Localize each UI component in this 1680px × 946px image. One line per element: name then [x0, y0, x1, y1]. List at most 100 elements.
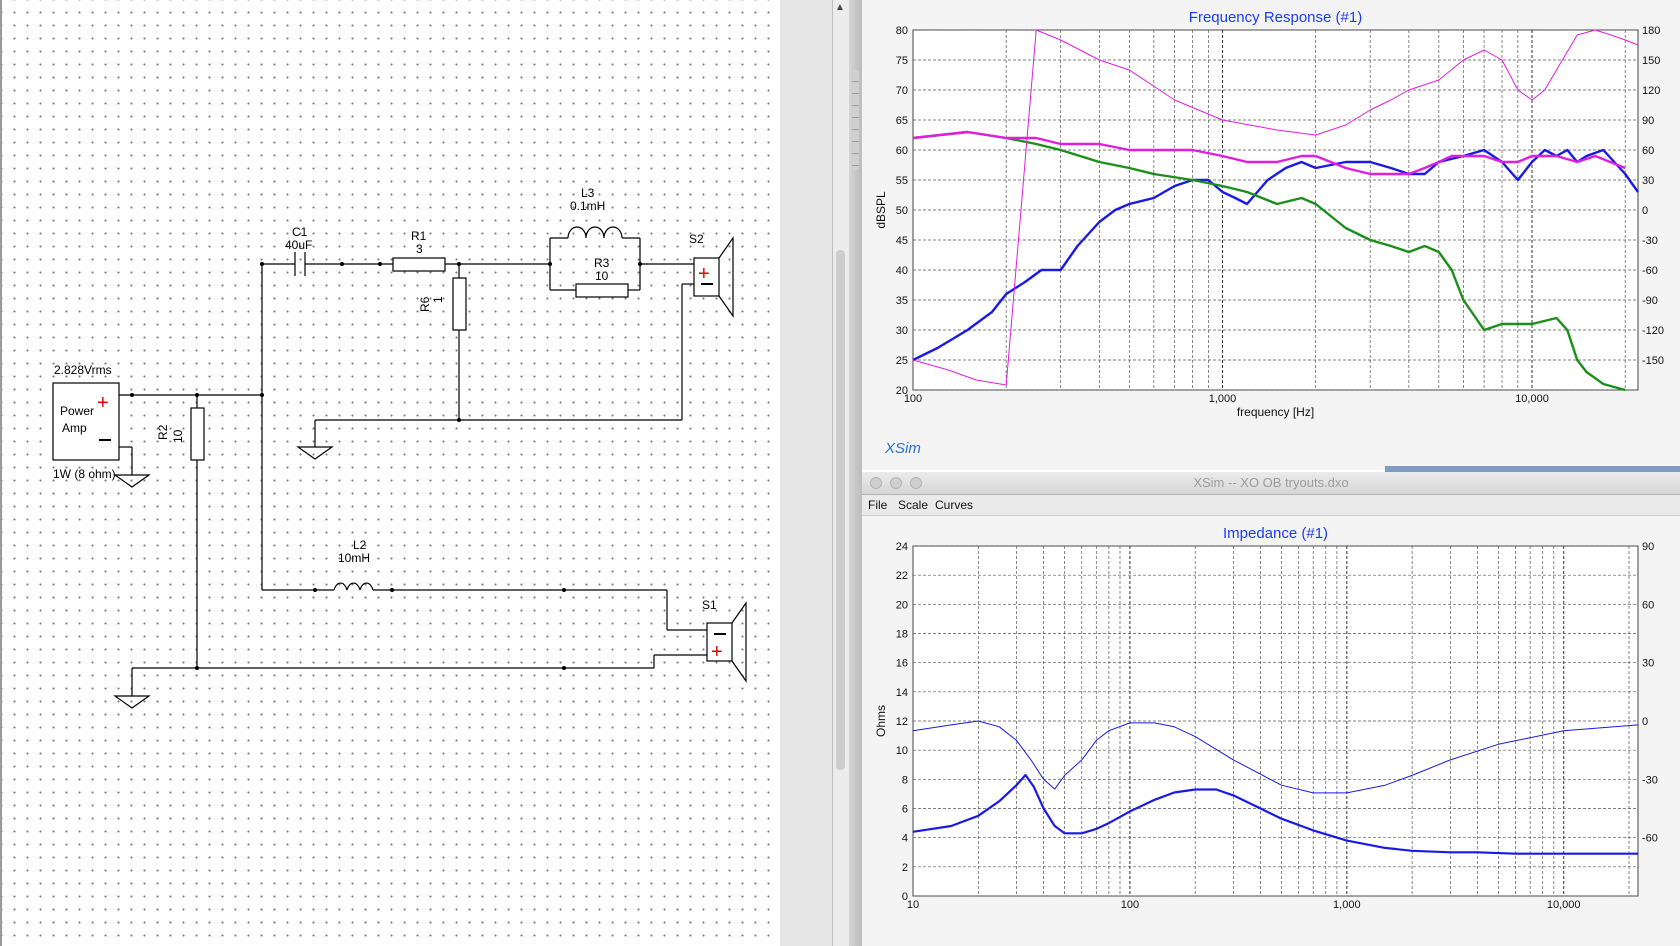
close-window-icon[interactable]	[870, 477, 882, 489]
s1-ref-label: S1	[702, 598, 717, 612]
chart-title: Frequency Response (#1)	[1189, 9, 1362, 26]
amp-name-label-2: Amp	[62, 421, 87, 435]
r1-resistor[interactable]	[392, 257, 446, 272]
y2-tick-label: -60	[1642, 833, 1658, 845]
xsim-watermark: XSim	[885, 440, 921, 457]
y2-tick-label: 0	[1642, 205, 1648, 217]
y2-tick-label: -60	[1642, 265, 1658, 277]
power-amp-box[interactable]	[52, 382, 120, 461]
y-tick-label: 50	[896, 205, 908, 217]
y-axis-label: dBSPL	[874, 191, 888, 229]
y2-tick-label: 180	[1642, 25, 1660, 37]
r3-resistor[interactable]	[575, 283, 629, 298]
y-tick-label: 6	[902, 804, 908, 816]
x-tick-label: 10,000	[1547, 899, 1581, 911]
y-tick-label: 0	[902, 891, 908, 903]
amp-name-label-1: Power	[60, 404, 94, 418]
menu-bar: File Scale Curves	[862, 495, 1680, 516]
y-tick-label: 20	[896, 385, 908, 397]
series-line-1	[912, 130, 1626, 392]
l3-ref-label: L3	[581, 186, 595, 200]
y2-tick-label: -120	[1642, 325, 1664, 337]
scrollbar-thumb[interactable]	[836, 250, 845, 770]
y2-tick-label: 30	[1642, 658, 1654, 670]
y2-tick-label: 60	[1642, 145, 1654, 157]
resize-handle[interactable]	[852, 70, 859, 170]
vertical-scrollbar[interactable]: ▲	[832, 0, 850, 946]
r3-value-label: 10	[595, 269, 609, 283]
l3-inductor[interactable]	[567, 226, 623, 239]
y-tick-label: 18	[896, 629, 908, 641]
s1-speaker[interactable]	[706, 622, 733, 662]
x-tick-label: 10,000	[1515, 393, 1549, 405]
y-tick-label: 4	[902, 833, 908, 845]
impedance-window: XSim -- XO OB tryouts.dxo File Scale Cur…	[862, 472, 1680, 946]
y-tick-label: 24	[896, 541, 908, 553]
l2-value-label: 10mH	[338, 551, 370, 565]
y-tick-label: 14	[896, 687, 908, 699]
minimize-window-icon[interactable]	[890, 477, 902, 489]
s1-plus-sign: +	[711, 641, 723, 663]
schematic-canvas[interactable]: + + + 2.828Vrms Power Amp 1W (8 ohm) C1 …	[0, 0, 780, 946]
l2-inductor[interactable]	[333, 582, 374, 591]
series-line-0	[912, 773, 1638, 855]
l3-value-label: 0.1mH	[570, 199, 605, 213]
menu-file[interactable]: File	[868, 498, 888, 512]
y-tick-label: 65	[896, 115, 908, 127]
y-tick-label: 20	[896, 599, 908, 611]
amp-voltage-label: 2.828Vrms	[54, 363, 112, 377]
y-tick-label: 70	[896, 85, 908, 97]
y-tick-label: 60	[896, 145, 908, 157]
scroll-up-icon[interactable]: ▲	[835, 2, 845, 13]
y-tick-label: 40	[896, 265, 908, 277]
y2-tick-label: 90	[1642, 115, 1654, 127]
y-tick-label: 55	[896, 175, 908, 187]
y2-tick-label: 30	[1642, 175, 1654, 187]
x-tick-label: 1,000	[1333, 899, 1361, 911]
c1-value-label: 40uF	[285, 238, 312, 252]
schematic-drawing: + + + 2.828Vrms Power Amp 1W (8 ohm) C1 …	[52, 186, 747, 709]
window-edge	[849, 0, 862, 946]
frequency-response-chart[interactable]: 8075706560555045403530252018015012090603…	[862, 0, 1680, 470]
y-tick-label: 30	[896, 325, 908, 337]
r2-resistor[interactable]	[190, 407, 205, 461]
r1-ref-label: R1	[411, 229, 427, 243]
chart-title: Impedance (#1)	[1223, 525, 1328, 542]
s2-plus-sign: +	[698, 263, 710, 285]
s2-ref-label: S2	[689, 232, 704, 246]
r6-resistor[interactable]	[452, 277, 467, 331]
amp-plus-sign: +	[97, 392, 109, 414]
amp-rating-label: 1W (8 ohm)	[53, 467, 116, 481]
y-tick-label: 12	[896, 716, 908, 728]
series-line-0	[912, 148, 1639, 362]
window-selection-strip	[1385, 466, 1680, 472]
y-tick-label: 22	[896, 570, 908, 582]
y2-tick-label: 0	[1642, 716, 1648, 728]
y-tick-label: 2	[902, 862, 908, 874]
y-tick-label: 16	[896, 658, 908, 670]
y2-tick-label: 120	[1642, 85, 1660, 97]
window-title: XSim -- XO OB tryouts.dxo	[1193, 475, 1349, 490]
zoom-window-icon[interactable]	[910, 477, 922, 489]
y2-tick-label: 60	[1642, 599, 1654, 611]
menu-scale[interactable]: Scale	[898, 498, 929, 512]
menu-curves[interactable]: Curves	[935, 498, 974, 512]
s2-speaker[interactable]	[693, 257, 720, 297]
series-line-1	[912, 720, 1639, 794]
y2-tick-label: -150	[1642, 355, 1664, 367]
c1-ref-label: C1	[292, 225, 308, 239]
y2-tick-label: -90	[1642, 295, 1658, 307]
ground-symbol-bottom	[113, 695, 151, 709]
x-tick-label: 1,000	[1209, 393, 1237, 405]
r3-ref-label: R3	[594, 256, 610, 270]
window-titlebar[interactable]: XSim -- XO OB tryouts.dxo	[862, 472, 1680, 495]
r6-value-label: 1	[431, 296, 445, 303]
l2-ref-label: L2	[353, 538, 367, 552]
y-tick-label: 80	[896, 25, 908, 37]
y-tick-label: 45	[896, 235, 908, 247]
x-axis-label: frequency [Hz]	[1237, 405, 1314, 419]
x-tick-label: 100	[1121, 899, 1139, 911]
y-tick-label: 8	[902, 774, 908, 786]
